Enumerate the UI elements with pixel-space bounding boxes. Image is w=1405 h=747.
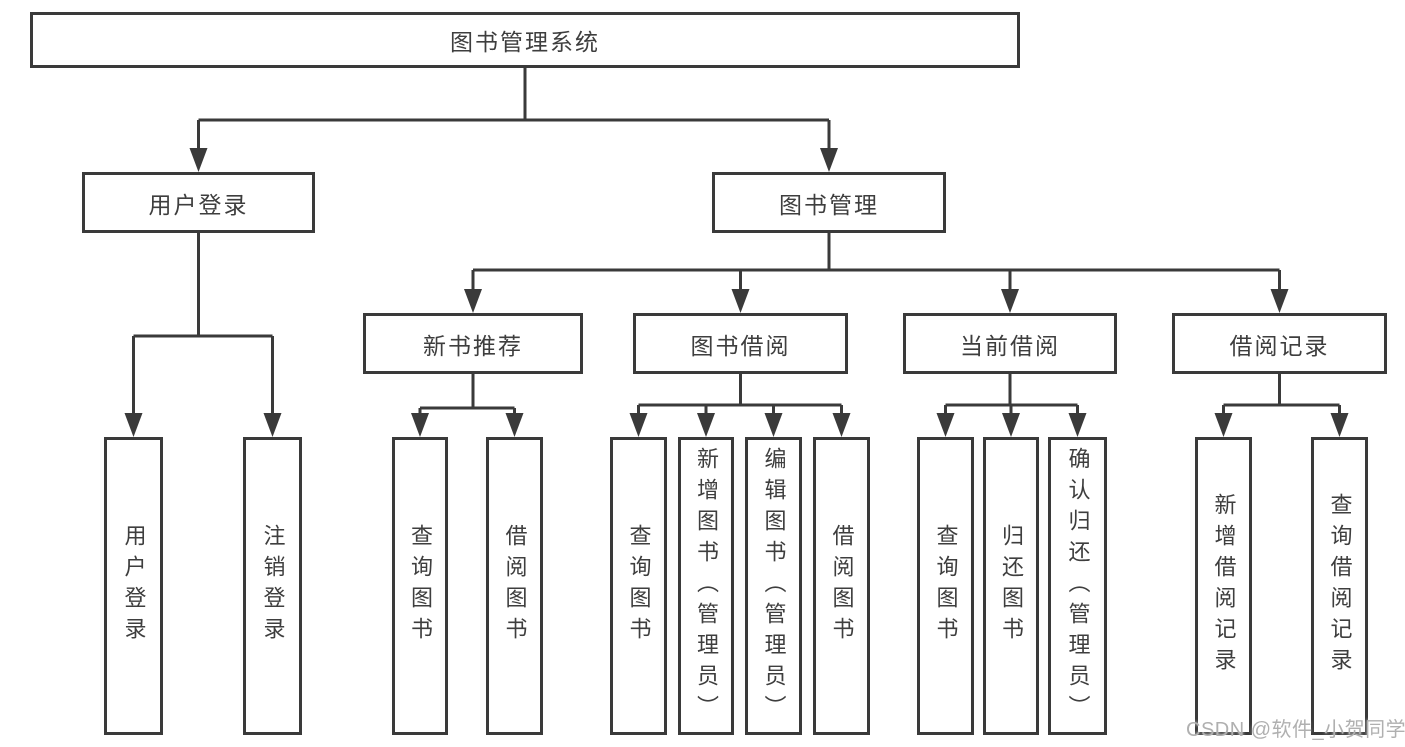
node-user-login: 用户登录: [82, 172, 315, 233]
node-label: 查询图书: [408, 524, 433, 648]
leaf-borrow-books-recommend: 借阅图书: [486, 437, 543, 735]
node-label: 当前借阅: [960, 332, 1060, 359]
node-label: 新书推荐: [423, 332, 523, 359]
arrow-down-icon: [629, 413, 648, 437]
arrow-down-icon: [505, 413, 524, 437]
node-new-book-recommendation: 新书推荐: [363, 313, 583, 374]
node-label: 确认归还（管理员）: [1065, 446, 1091, 726]
arrow-down-icon: [764, 413, 783, 437]
leaf-logout: 注销登录: [243, 437, 302, 735]
node-label: 借阅图书: [502, 524, 528, 648]
node-label: 查询图书: [626, 524, 652, 648]
arrow-down-icon: [124, 413, 143, 437]
connector-borrowrecords-to-leaves: [1222, 374, 1341, 421]
node-library-management-system: 图书管理系统: [30, 12, 1020, 68]
node-label: 用户登录: [121, 524, 147, 648]
leaf-edit-books-admin: 编辑图书（管理员）: [745, 437, 802, 735]
leaf-confirm-return-admin: 确认归还（管理员）: [1048, 437, 1107, 735]
arrow-down-icon: [820, 148, 838, 172]
connector-currentborrow-to-leaves: [944, 374, 1079, 421]
leaf-query-books-recommend: 查询图书: [392, 437, 448, 735]
arrow-down-icon: [936, 413, 955, 437]
csdn-watermark: CSDN @软件_小贺同学: [1186, 719, 1405, 741]
node-label: 新增借阅记录: [1211, 493, 1237, 679]
arrow-down-icon: [1214, 413, 1233, 437]
node-label: 借阅记录: [1229, 332, 1330, 359]
leaf-borrow-books: 借阅图书: [813, 437, 870, 735]
connector-newbook-to-leaves: [418, 374, 516, 421]
node-label: 注销登录: [260, 524, 286, 648]
leaf-add-borrow-record: 新增借阅记录: [1195, 437, 1252, 735]
node-label: 图书借阅: [690, 332, 791, 359]
node-label: 图书管理系统: [450, 29, 600, 55]
arrow-down-icon: [464, 289, 482, 313]
node-book-management: 图书管理: [712, 172, 946, 233]
arrow-down-icon: [697, 413, 715, 437]
connector-userlogin-to-leaves: [132, 233, 274, 421]
arrow-down-icon: [411, 413, 429, 437]
node-label: 查询图书: [933, 524, 959, 648]
connector-bookborrow-to-leaves: [637, 374, 843, 421]
leaf-user-login: 用户登录: [104, 437, 163, 735]
node-label: 新增图书（管理员）: [694, 446, 719, 726]
leaf-query-books-borrow: 查询图书: [610, 437, 667, 735]
node-label: 查询借阅记录: [1327, 493, 1353, 679]
arrow-down-icon: [731, 289, 750, 313]
node-label: 编辑图书（管理员）: [761, 446, 787, 726]
node-label: 图书管理: [779, 191, 879, 218]
node-label: 归还图书: [999, 524, 1024, 648]
arrow-down-icon: [263, 413, 282, 437]
node-book-borrowing: 图书借阅: [633, 313, 848, 374]
arrow-down-icon: [1270, 289, 1289, 313]
leaf-query-books-current: 查询图书: [917, 437, 974, 735]
connector-root-to-level2: [197, 68, 831, 156]
leaf-return-books: 归还图书: [983, 437, 1039, 735]
node-label: 借阅图书: [829, 524, 855, 648]
node-current-borrowing: 当前借阅: [903, 313, 1117, 374]
arrow-down-icon: [1002, 413, 1020, 437]
leaf-add-books-admin: 新增图书（管理员）: [678, 437, 734, 735]
arrow-down-icon: [832, 413, 851, 437]
leaf-query-borrow-record: 查询借阅记录: [1311, 437, 1368, 735]
node-label: 用户登录: [148, 191, 249, 218]
arrow-down-icon: [1330, 413, 1349, 437]
arrow-down-icon: [1001, 289, 1019, 313]
connector-bookmgmt-to-level3: [471, 233, 1281, 297]
node-borrowing-records: 借阅记录: [1172, 313, 1387, 374]
arrow-down-icon: [189, 148, 208, 172]
arrow-down-icon: [1068, 413, 1087, 437]
